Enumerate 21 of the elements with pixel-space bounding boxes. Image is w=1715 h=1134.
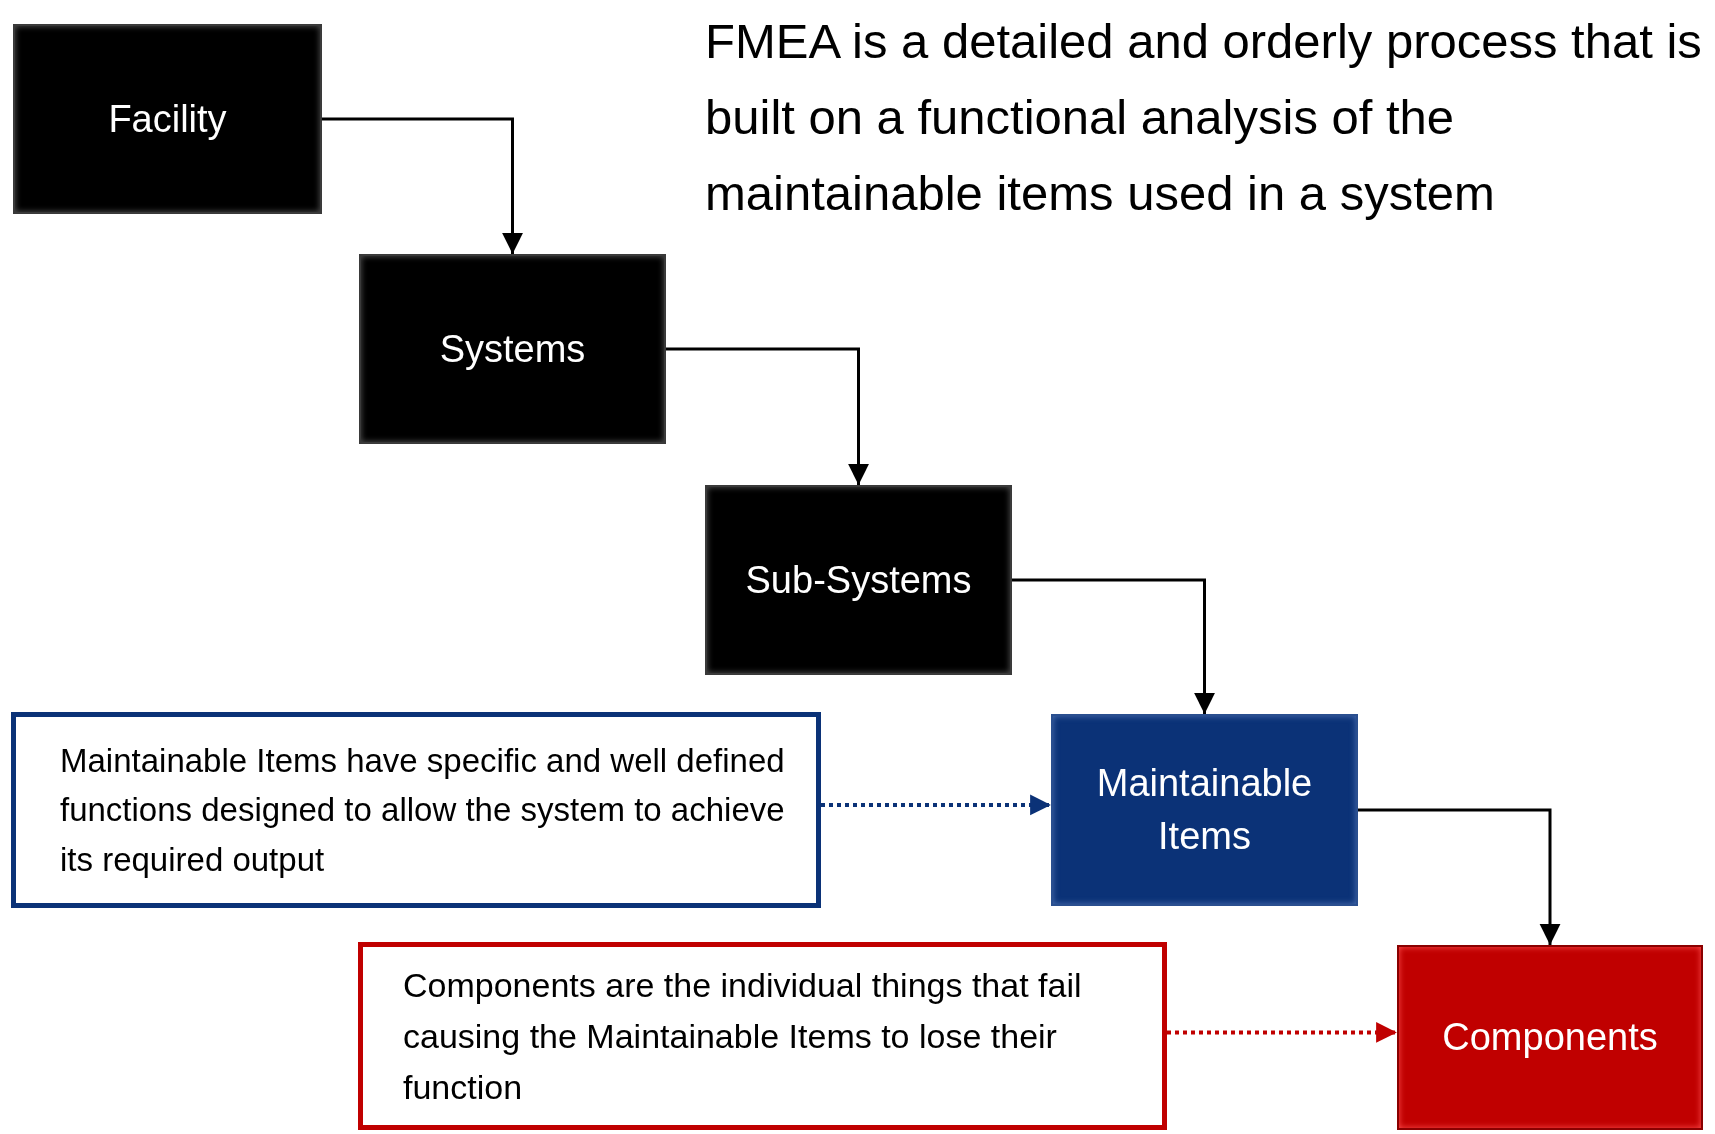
arrow bbox=[322, 117, 523, 254]
title: FMEA is a detailed and orderly process that is built on a functional analysis of the maintainable items used in a system bbox=[705, 13, 1703, 222]
process-box bbox=[705, 485, 1012, 675]
node-label: Components bbox=[1441, 1015, 1659, 1060]
process-box bbox=[359, 254, 666, 444]
node-label: Facility bbox=[107, 96, 228, 142]
process-box bbox=[1051, 714, 1358, 906]
arrow bbox=[821, 794, 1051, 816]
node-label: Maintainable Items have specific and well defined functions designed to allow the system to achieve its required output bbox=[60, 740, 786, 880]
arrow bbox=[666, 347, 869, 485]
note-box bbox=[358, 942, 1167, 1130]
node-label: Systems bbox=[438, 326, 587, 372]
note-box bbox=[11, 712, 821, 908]
node-label: Components are the individual things that fail causing the Maintainable Items to lose their function bbox=[403, 964, 1083, 1108]
process-box bbox=[13, 24, 322, 214]
node-label: Maintainable Items bbox=[1095, 760, 1314, 859]
arrow bbox=[1358, 808, 1561, 945]
node-label: Sub-Systems bbox=[744, 557, 973, 603]
arrow bbox=[1012, 578, 1215, 714]
process-box bbox=[1397, 945, 1703, 1130]
arrow bbox=[1167, 1022, 1397, 1043]
